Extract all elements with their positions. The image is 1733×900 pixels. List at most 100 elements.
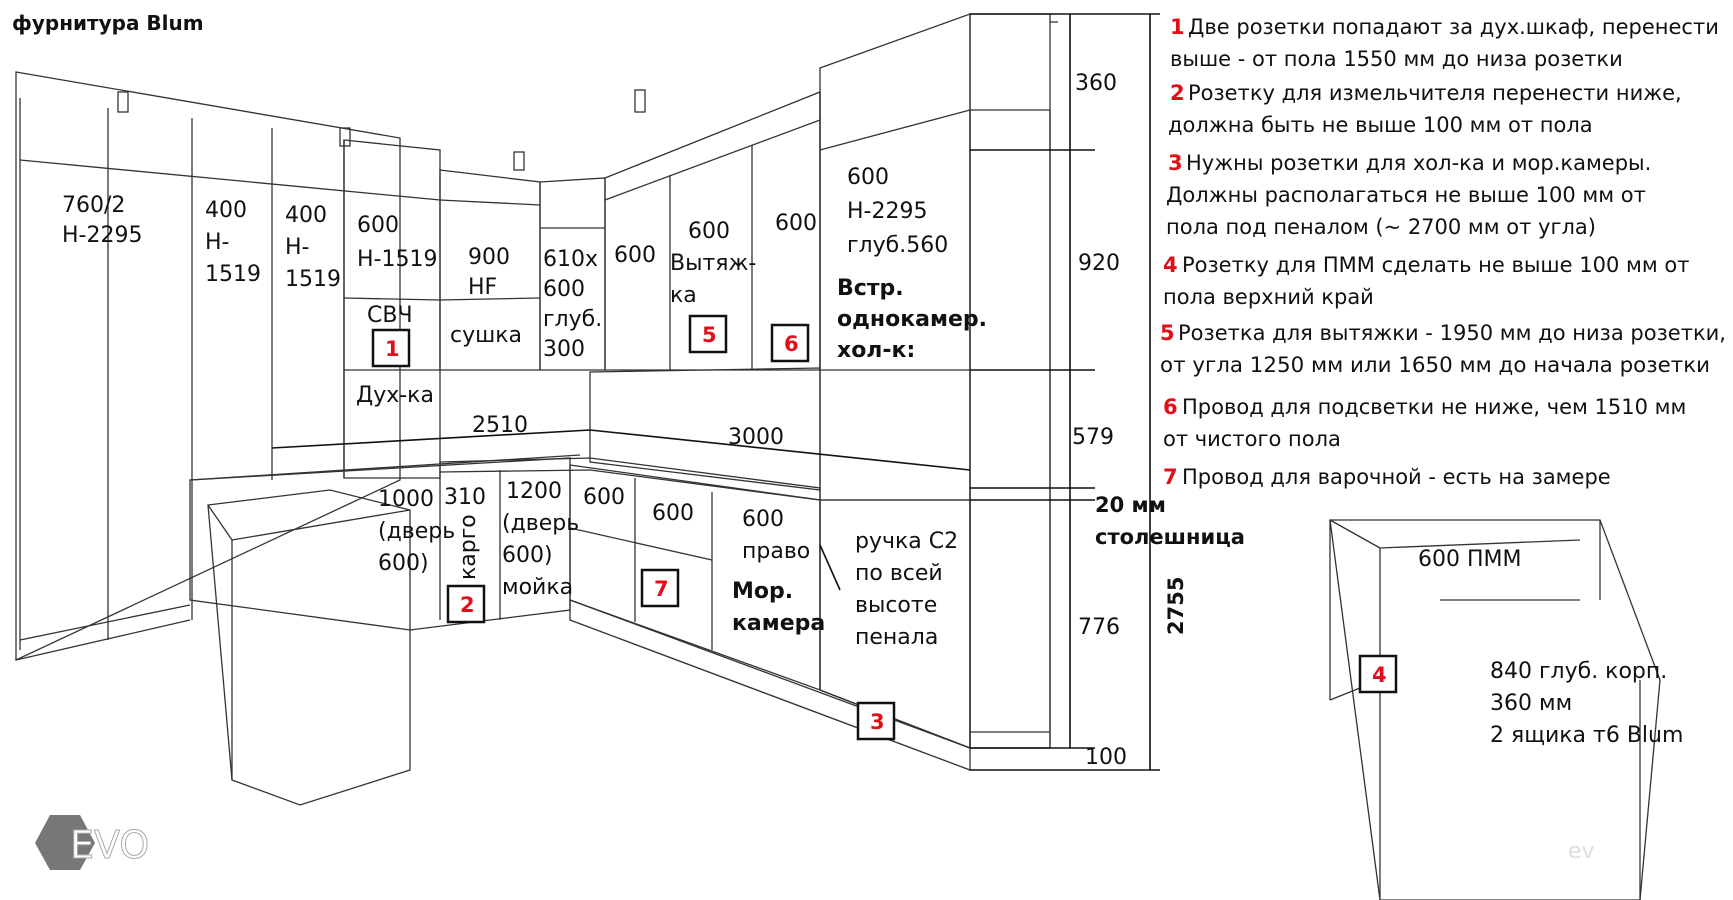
- note-5-num: 5: [1160, 321, 1175, 345]
- dim-776: 776: [1078, 615, 1120, 640]
- label-fridge-1: 600: [847, 165, 889, 190]
- dim-2755: 2755: [1164, 577, 1188, 635]
- inset-body-3: 2 ящика т6 Blum: [1490, 723, 1683, 748]
- logo-hexagon: [35, 815, 95, 870]
- note-6-num: 6: [1163, 395, 1178, 419]
- label-fridge-2: Н-2295: [847, 199, 927, 224]
- label-corner-4: 300: [543, 337, 585, 362]
- label-fridge-3: глуб.560: [847, 233, 948, 258]
- label-900-1: 900: [468, 245, 510, 270]
- marker-4: 4: [1372, 663, 1387, 687]
- dim-3000: 3000: [728, 425, 784, 450]
- note-6-line-2: от чистого пола: [1163, 427, 1341, 451]
- marker-4-box: [1358, 654, 1398, 694]
- pmm-inset: [1329, 519, 1661, 900]
- label-310: 310: [444, 485, 486, 510]
- note-3-num: 3: [1168, 151, 1183, 175]
- note-2-line-2: должна быть не выше 100 мм от пола: [1168, 113, 1593, 137]
- label-freezer-2: право: [742, 539, 810, 564]
- label-dryer: сушка: [450, 323, 522, 348]
- note-4-line-2: пола верхний край: [1163, 285, 1374, 309]
- label-hood-1: 600: [688, 219, 730, 244]
- left-cabinet-wall: [15, 71, 646, 662]
- marker-7: 7: [654, 577, 669, 601]
- note-4-line-1: Розетку для ПММ сделать не выше 100 мм о…: [1182, 253, 1689, 277]
- label-1200-1: 1200: [506, 479, 562, 504]
- label-cargo: карго: [456, 514, 481, 580]
- dim-2510: 2510: [472, 413, 528, 438]
- label-tall-left-1: 760/2: [62, 193, 125, 218]
- note-2-line-1: Розетку для измельчителя перенести ниже,: [1188, 81, 1682, 105]
- note-3-line-2: Должны располагаться не выше 100 мм от: [1166, 183, 1646, 207]
- inset-body-2: 360 мм: [1490, 691, 1572, 716]
- dim-20-2: столешница: [1095, 525, 1245, 549]
- label-grey-600a: 600: [614, 243, 656, 268]
- base-cabinets: [189, 457, 971, 806]
- marker-1: 1: [385, 337, 400, 361]
- label-hood-2: Вытяж-: [670, 251, 756, 276]
- label-1200-3: 600): [502, 543, 553, 568]
- label-400b-3: 1519: [285, 267, 341, 292]
- label-1000-2: (дверь: [378, 519, 455, 544]
- label-base-600a: 600: [583, 485, 625, 510]
- grey-cabinets: [589, 13, 1058, 749]
- dim-579: 579: [1072, 425, 1114, 450]
- label-corner-1: 610х: [543, 247, 598, 272]
- label-1000-1: 1000: [378, 487, 434, 512]
- logo-text: EVO: [70, 823, 149, 867]
- label-corner-3: глуб.: [543, 307, 602, 332]
- label-400b-1: 400: [285, 203, 327, 228]
- marker-7-box: [640, 568, 680, 608]
- marker-3: 3: [870, 710, 885, 734]
- diagram-title: фурнитура Blum: [12, 11, 204, 35]
- dim-360: 360: [1075, 71, 1117, 96]
- dim-20-1: 20 мм: [1095, 493, 1166, 517]
- label-400a-1: 400: [205, 198, 247, 223]
- label-tall-left-2: Н-2295: [62, 223, 142, 248]
- marker-2: 2: [460, 593, 475, 617]
- marker-1-box: [371, 328, 411, 368]
- marker-6-box: [770, 323, 810, 363]
- note-1-line-1: Две розетки попадают за дух.шкаф, перене…: [1188, 15, 1719, 39]
- upper-labels: 760/2 Н-2295 400 Н- 1519 400 Н- 1519 600…: [62, 165, 987, 408]
- dim-920: 920: [1078, 251, 1120, 276]
- label-1200-4: мойка: [502, 575, 573, 600]
- label-600-1: 600: [357, 213, 399, 238]
- label-handle-4: пенала: [855, 625, 938, 650]
- label-400a-2: Н-: [205, 230, 229, 255]
- note-6-line-1: Провод для подсветки не ниже, чем 1510 м…: [1182, 395, 1686, 419]
- note-5-line-1: Розетка для вытяжки - 1950 мм до низа ро…: [1178, 321, 1726, 345]
- logo-watermark: ev: [1568, 839, 1595, 864]
- markers: 1 2 3 4 5 6 7: [371, 314, 1398, 741]
- dimension-lines: [271, 13, 1160, 771]
- label-freezer-1: 600: [742, 507, 784, 532]
- label-oven: Дух-ка: [356, 383, 434, 408]
- label-fridge-b-2: однокамер.: [837, 307, 987, 332]
- note-2-num: 2: [1170, 81, 1185, 105]
- label-fridge-b-1: Встр.: [837, 276, 904, 301]
- label-grey-600c: 600: [775, 211, 817, 236]
- note-7-line-1: Провод для варочной - есть на замере: [1182, 465, 1611, 489]
- dim-100: 100: [1085, 745, 1127, 770]
- note-7-num: 7: [1163, 465, 1178, 489]
- marker-3-box: [856, 701, 896, 741]
- note-1-line-2: выше - от пола 1550 мм до низа розетки: [1170, 47, 1623, 71]
- label-handle-2: по всей: [855, 561, 943, 586]
- label-hood-3: ка: [670, 283, 697, 308]
- note-5-line-2: от угла 1250 мм или 1650 мм до начала ро…: [1160, 353, 1710, 377]
- label-corner-2: 600: [543, 277, 585, 302]
- label-freezer-b-2: камера: [732, 611, 825, 636]
- dimension-labels: 2510 3000 360 920 579 20 мм столешница 7…: [472, 71, 1245, 770]
- label-handle-3: высоте: [855, 593, 937, 618]
- note-3-line-1: Нужны розетки для хол-ка и мор.камеры.: [1186, 151, 1651, 175]
- inset-labels: 600 ПММ 840 глуб. корп. 360 мм 2 ящика т…: [1418, 547, 1683, 748]
- note-4-num: 4: [1163, 253, 1178, 277]
- label-1000-3: 600): [378, 551, 429, 576]
- note-3-line-3: пола под пеналом (~ 2700 мм от угла): [1166, 215, 1596, 239]
- label-handle-1: ручка С2: [855, 529, 958, 554]
- evo-logo: EVO ev: [35, 815, 1595, 870]
- label-600-2: Н-1519: [357, 247, 437, 272]
- label-400b-2: Н-: [285, 235, 309, 260]
- inset-body-1: 840 глуб. корп.: [1490, 659, 1667, 684]
